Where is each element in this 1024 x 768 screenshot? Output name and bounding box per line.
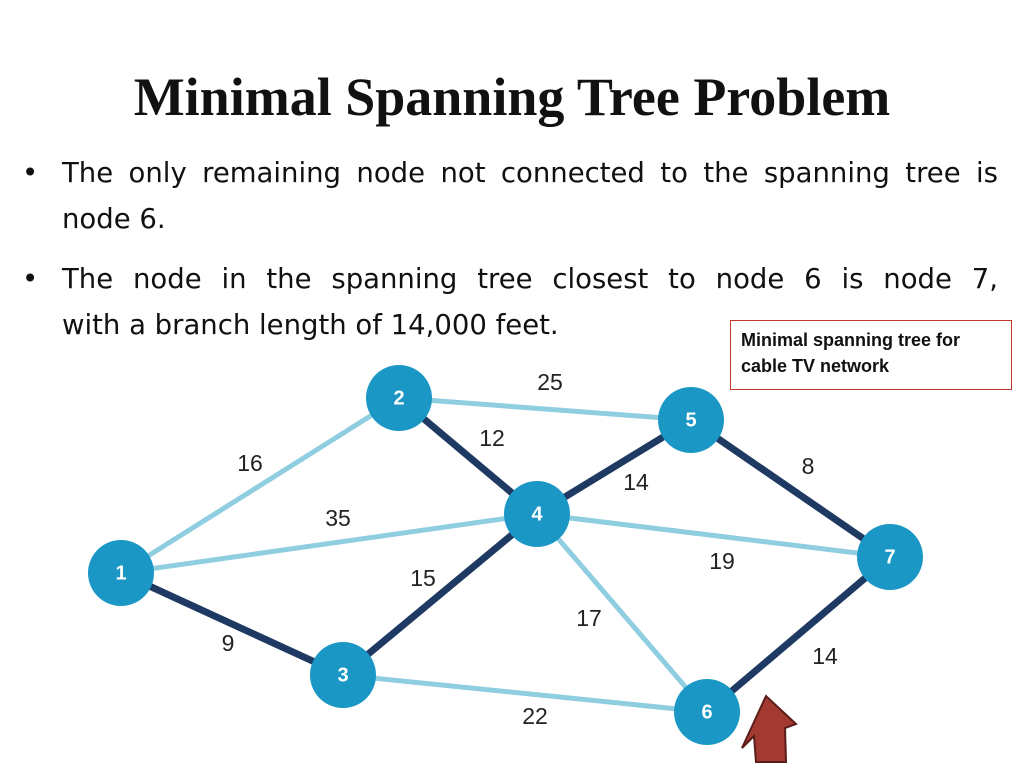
edge-1-3 <box>119 569 345 679</box>
node-4: 4 <box>504 481 570 547</box>
bullet-marker: • <box>22 157 39 189</box>
edge-weight-label: 17 <box>576 605 602 631</box>
node-1: 1 <box>88 540 154 606</box>
node-label: 7 <box>884 546 895 568</box>
edge-2-5 <box>398 395 692 423</box>
node-label: 5 <box>685 409 696 431</box>
bullet-marker: • <box>22 263 39 295</box>
edge-weight-label: 14 <box>812 643 838 669</box>
node-7: 7 <box>857 524 923 590</box>
edges-layer <box>119 395 893 715</box>
node-circle <box>504 481 570 547</box>
node-circle <box>88 540 154 606</box>
bullet-text-line: with a branch length of 14,000 feet. <box>62 309 559 341</box>
slide-title: Minimal Spanning Tree Problem <box>133 67 891 127</box>
edge-weight-label: 9 <box>222 630 235 656</box>
edge-4-7 <box>536 511 891 560</box>
bullet-item-1: • The only remaining node not connected … <box>22 150 998 242</box>
edge-1-2 <box>119 395 401 576</box>
node-3: 3 <box>310 642 376 708</box>
edge-weight-label: 19 <box>709 548 735 574</box>
node-2: 2 <box>366 365 432 431</box>
bullet-text: The node in the spanning tree closest to… <box>62 256 998 348</box>
edge-weight-label: 15 <box>410 565 436 591</box>
edge-weight-label: 14 <box>623 469 649 495</box>
edge-5-7 <box>689 417 892 560</box>
bullet-item-2: • The node in the spanning tree closest … <box>22 256 998 348</box>
node-5: 5 <box>658 387 724 453</box>
edge-6-7 <box>704 554 893 715</box>
edge-weight-label: 8 <box>802 453 815 479</box>
node-label: 2 <box>393 387 404 409</box>
node-circle <box>658 387 724 453</box>
bullet-text: The only remaining node not connected to… <box>62 157 998 235</box>
edge-weight-label: 35 <box>325 505 351 531</box>
edge-3-6 <box>342 672 708 715</box>
edge-weight-label: 22 <box>522 703 548 729</box>
bullet-text-line: The node in the spanning tree closest to… <box>62 263 998 295</box>
edge-weight-label: 16 <box>237 450 263 476</box>
arrow-pointer-icon <box>741 694 798 763</box>
node-6: 6 <box>674 679 740 745</box>
node-label: 1 <box>115 562 126 584</box>
node-label: 6 <box>701 701 712 723</box>
edge-weight-label: 25 <box>537 369 563 395</box>
node-circle <box>310 642 376 708</box>
caption-box: Minimal spanning tree for cable TV netwo… <box>730 320 1012 390</box>
node-label: 4 <box>531 503 543 525</box>
node-circle <box>857 524 923 590</box>
edge-3-4 <box>340 511 540 678</box>
arrow-pointer-icon <box>741 694 798 763</box>
node-circle <box>366 365 432 431</box>
node-label: 3 <box>337 664 348 686</box>
edge-1-4 <box>120 511 538 576</box>
node-circle <box>674 679 740 745</box>
edge-4-6 <box>535 512 709 714</box>
edge-weight-label: 12 <box>479 425 505 451</box>
